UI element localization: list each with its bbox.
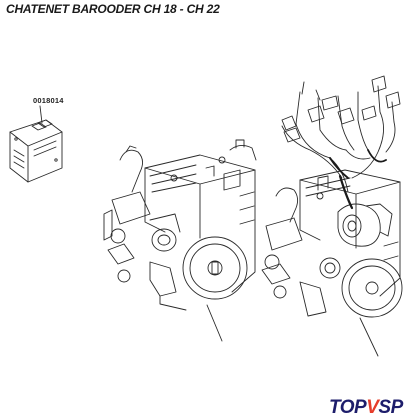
- right-engine-leader-line: [359, 317, 379, 357]
- part-number-label: 0018014: [33, 96, 64, 105]
- engine-left-illustration: [103, 139, 257, 311]
- page-title: CHATENET BAROODER CH 18 - CH 22: [6, 2, 220, 16]
- left-engine-leader-line: [206, 304, 223, 342]
- part-leader-line: [39, 105, 43, 124]
- engine-right-illustration: [261, 169, 403, 318]
- ecu-module-illustration: [9, 119, 63, 183]
- wiring-harness-illustration: [281, 75, 401, 210]
